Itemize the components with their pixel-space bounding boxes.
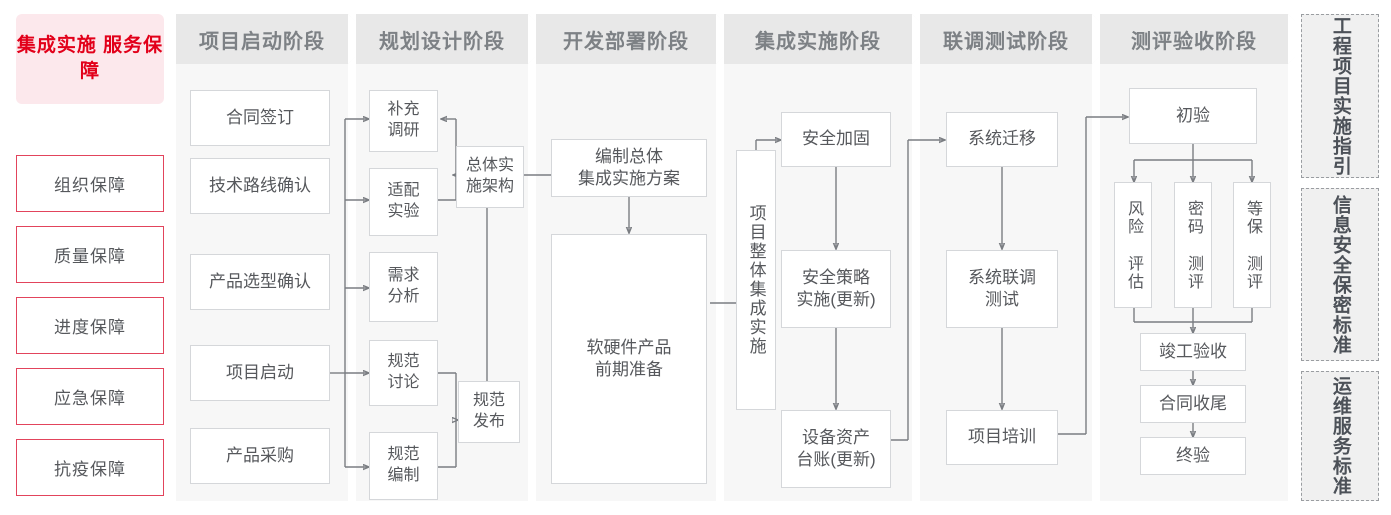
phase-header-4-label: 集成实施阶段 bbox=[755, 30, 881, 53]
node-requirement-analysis[interactable]: 需求 分析 bbox=[369, 252, 438, 322]
node-overall-implementation-architecture[interactable]: 总体实 施架构 bbox=[456, 146, 524, 208]
standard-item-2-label: 运维服务标准 bbox=[1329, 376, 1351, 496]
node-final-acceptance[interactable]: 终验 bbox=[1140, 437, 1246, 475]
phase-header-1: 项目启动阶段 bbox=[176, 14, 374, 64]
standard-item-2: 运维服务标准 bbox=[1301, 371, 1379, 501]
node-project-kickoff[interactable]: 项目启动 bbox=[190, 345, 330, 401]
node-standard-discussion[interactable]: 规范 讨论 bbox=[369, 340, 438, 406]
node-supplementary-research[interactable]: 补充 调研 bbox=[369, 90, 438, 152]
node-adaptation-experiment[interactable]: 适配 实验 bbox=[369, 168, 438, 236]
guarantee-item-1: 质量保障 bbox=[16, 226, 164, 283]
node-risk-assessment[interactable]: 风险 评估 bbox=[1114, 182, 1152, 308]
node-contract-closure[interactable]: 合同收尾 bbox=[1140, 385, 1246, 423]
standard-item-1-label: 信息安全保密标准 bbox=[1329, 194, 1351, 355]
standard-item-1: 信息安全保密标准 bbox=[1301, 188, 1379, 361]
node-security-hardening[interactable]: 安全加固 bbox=[781, 112, 891, 167]
phase-header-3: 开发部署阶段 bbox=[536, 14, 742, 64]
node-classified-protection-evaluation[interactable]: 等保 测评 bbox=[1233, 182, 1271, 308]
guarantee-item-2: 进度保障 bbox=[16, 297, 164, 354]
node-hardware-software-preparation[interactable]: 软硬件产品 前期准备 bbox=[551, 234, 707, 484]
node-system-joint-debugging-test[interactable]: 系统联调 测试 bbox=[946, 250, 1058, 328]
phase-header-2: 规划设计阶段 bbox=[356, 14, 554, 64]
lead-title-box: 集成实施 服务保障 bbox=[16, 14, 164, 104]
node-equipment-asset-ledger[interactable]: 设备资产 台账(更新) bbox=[781, 410, 891, 488]
node-cryptography-evaluation[interactable]: 密码 测评 bbox=[1174, 182, 1212, 308]
node-contract-signing[interactable]: 合同签订 bbox=[190, 90, 330, 146]
node-standard-drafting[interactable]: 规范 编制 bbox=[369, 432, 438, 500]
node-overall-project-integration[interactable]: 项目整体集成实施 bbox=[736, 150, 776, 410]
guarantee-item-3: 应急保障 bbox=[16, 368, 164, 425]
node-preliminary-acceptance[interactable]: 初验 bbox=[1129, 88, 1257, 144]
guarantee-item-0: 组织保障 bbox=[16, 155, 164, 212]
phase-header-4: 集成实施阶段 bbox=[724, 14, 938, 64]
standard-item-0-label: 工程项目实施指引 bbox=[1329, 16, 1351, 176]
phase-header-1-label: 项目启动阶段 bbox=[199, 30, 325, 53]
phase-header-3-label: 开发部署阶段 bbox=[563, 30, 689, 53]
node-product-selection-confirm[interactable]: 产品选型确认 bbox=[190, 254, 330, 310]
node-product-procurement[interactable]: 产品采购 bbox=[190, 428, 330, 484]
guarantee-item-4: 抗疫保障 bbox=[16, 439, 164, 496]
phase-header-6: 测评验收阶段 bbox=[1100, 14, 1314, 64]
node-standard-release[interactable]: 规范 发布 bbox=[458, 381, 520, 443]
node-overall-integration-plan[interactable]: 编制总体 集成实施方案 bbox=[551, 139, 707, 197]
node-tech-route-confirm[interactable]: 技术路线确认 bbox=[190, 158, 330, 214]
node-security-policy-implementation[interactable]: 安全策略 实施(更新) bbox=[781, 250, 891, 328]
phase-header-5-label: 联调测试阶段 bbox=[943, 30, 1069, 53]
phase-header-6-label: 测评验收阶段 bbox=[1131, 30, 1257, 53]
node-completion-acceptance[interactable]: 竣工验收 bbox=[1140, 333, 1246, 371]
phase-header-5: 联调测试阶段 bbox=[920, 14, 1118, 64]
node-system-migration[interactable]: 系统迁移 bbox=[946, 112, 1058, 167]
phase-header-2-label: 规划设计阶段 bbox=[379, 30, 505, 53]
standard-item-0: 工程项目实施指引 bbox=[1301, 14, 1379, 178]
node-project-training[interactable]: 项目培训 bbox=[946, 410, 1058, 465]
